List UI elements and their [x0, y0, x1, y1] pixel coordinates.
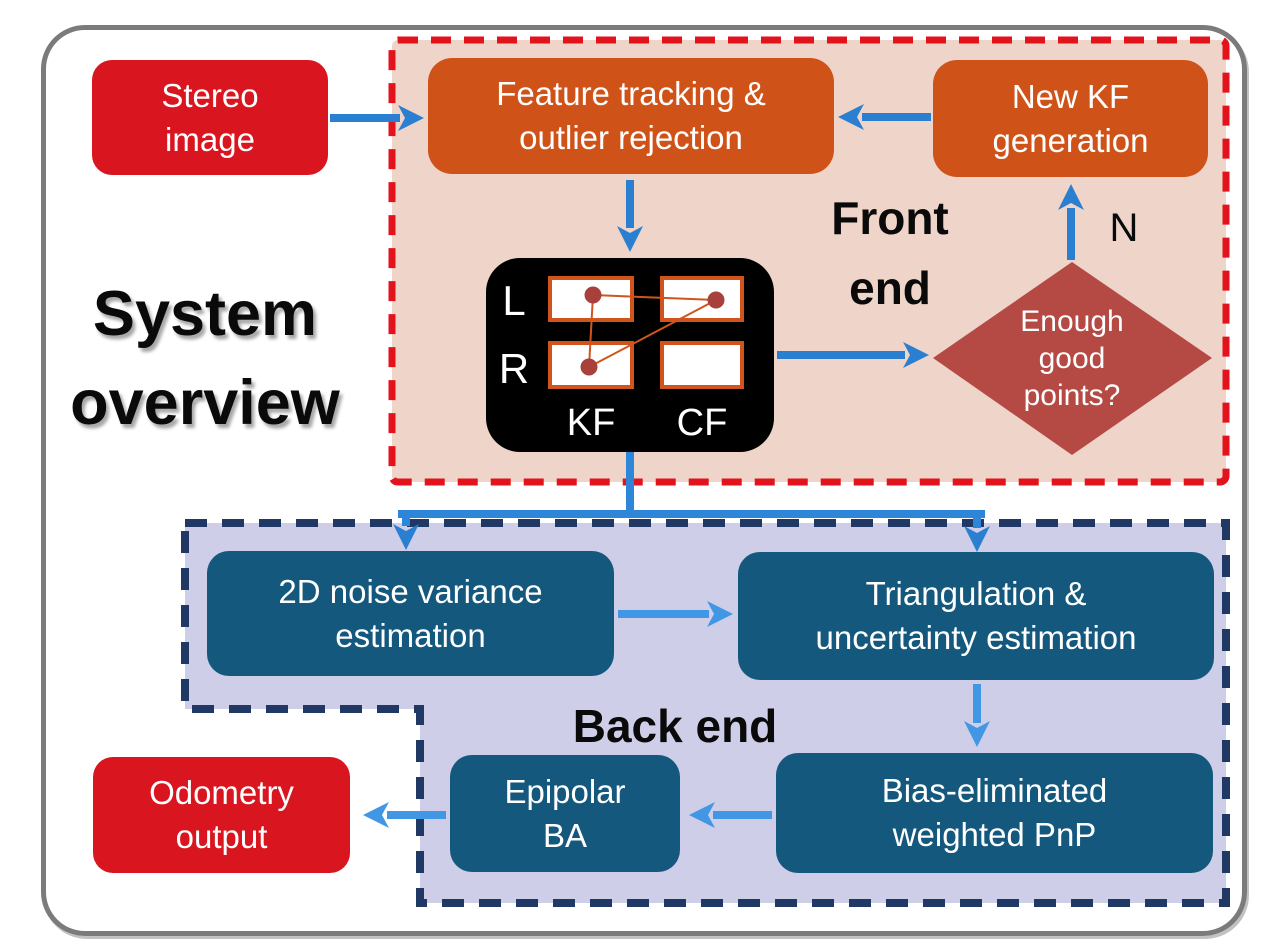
node-stereo-image: Stereo image	[92, 60, 328, 175]
currentframe-right-image	[660, 341, 744, 389]
node-odometry-output: Odometry output	[93, 757, 350, 873]
node-triangulation: Triangulation & uncertainty estimation	[738, 552, 1214, 680]
feature-match-lines	[580, 286, 725, 376]
node-weighted-pnp: Bias-eliminated weighted PnP	[776, 753, 1213, 873]
decision-label: Enough good points?	[1020, 305, 1124, 412]
node-feature-tracking: Feature tracking & outlier rejection	[428, 58, 834, 174]
back-end-label: Back end	[572, 700, 778, 752]
no-branch-label: N	[1109, 206, 1139, 250]
node-new-kf-generation: New KF generation	[933, 60, 1208, 177]
node-epipolar-ba: Epipolar BA	[450, 755, 680, 872]
diagram-title: System overview	[70, 279, 340, 438]
left-camera-label: L	[502, 277, 526, 324]
feature-point	[707, 291, 725, 309]
outer-frame	[41, 25, 1247, 936]
keyframe-label: KF	[566, 402, 616, 444]
node-noise-variance-estimation: 2D noise variance estimation	[207, 551, 614, 676]
currentframe-label: CF	[676, 402, 728, 444]
feature-point	[584, 286, 602, 304]
front-end-label: Front end	[831, 192, 949, 314]
decision-diamond	[933, 262, 1212, 455]
feature-point	[580, 358, 598, 376]
stereo-frames-panel: L R KF CF	[486, 258, 774, 452]
right-camera-label: R	[498, 345, 530, 392]
